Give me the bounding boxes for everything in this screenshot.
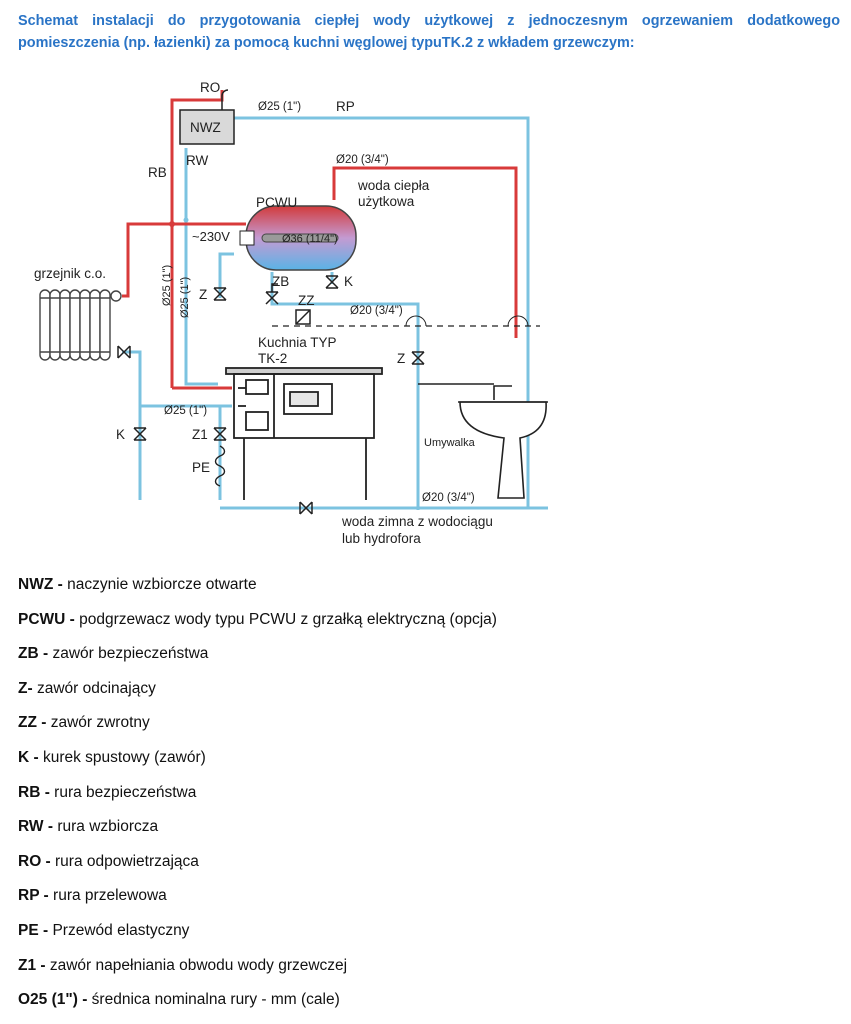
legend-term: K - (18, 748, 39, 766)
dashed-arc-2 (507, 315, 529, 327)
legend-item: PCWU - podgrzewacz wody typu PCWU z grza… (18, 603, 497, 638)
label-sink: Umywalka (424, 437, 476, 449)
label-d20-mid: Ø20 (3/4") (350, 305, 403, 317)
legend-item: O25 (1") - średnica nominalna rury - mm … (18, 983, 497, 1018)
legend-item: RW - rura wzbiorcza (18, 810, 497, 845)
valve-z-left (213, 287, 227, 301)
legend-desc: kurek spustowy (zawór) (38, 748, 206, 766)
label-d25-vertical-2: Ø25 (1") (179, 277, 191, 318)
legend-term: PE - (18, 921, 49, 939)
legend-desc: rura przelewowa (48, 887, 167, 905)
legend-item: RO - rura odpowietrzająca (18, 845, 497, 880)
junction-dot (169, 221, 175, 227)
label-cold-water-1: woda zimna z wodociągu (341, 514, 493, 529)
label-d36: Ø36 (11/4") (282, 233, 338, 245)
check-valve-zz (295, 309, 311, 325)
flexible-hose-pe (214, 445, 226, 487)
valve-z1 (213, 427, 227, 441)
label-230v: ~230V (192, 229, 230, 244)
legend-item: ZB - zawór bezpieczeństwa (18, 637, 497, 672)
label-hot-water-2: użytkowa (358, 194, 415, 209)
legend-desc: średnica nominalna rury - (87, 991, 267, 1009)
radiator-supply-pipe (122, 222, 172, 298)
label-z-right: Z (397, 351, 405, 366)
label-zz: ZZ (298, 293, 315, 308)
label-d25-bottom: Ø25 (1") (164, 405, 207, 417)
legend-desc: Przewód elastyczny (48, 921, 190, 939)
legend-desc: zawór napełniania obwodu wody grzewczej (45, 956, 348, 974)
legend-term: O25 (1") - (18, 991, 88, 1009)
legend-item: Z1 - zawór napełniania obwodu wody grzew… (18, 949, 497, 984)
label-zb: ZB (272, 274, 289, 289)
label-rw: RW (186, 153, 209, 168)
legend-term: ZB - (18, 645, 49, 663)
installation-diagram: RO NWZ RW RB Ø25 (1") RP Ø20 (3/4") woda… (34, 80, 548, 546)
label-z1: Z1 (192, 427, 208, 442)
legend-term: Z- (18, 679, 33, 697)
tank-return-pipe (218, 252, 234, 298)
label-k-top: K (344, 274, 353, 289)
label-d20-top: Ø20 (3/4") (336, 154, 389, 166)
safety-valve-zb (265, 283, 279, 305)
legend-term: NWZ - (18, 576, 63, 593)
label-k-left: K (116, 427, 125, 442)
legend-desc: zawór zwrotny (46, 714, 150, 732)
radiator (39, 289, 122, 361)
valve-k-left (133, 427, 147, 441)
expansion-pipe-rw (184, 148, 218, 386)
valve-k-top (325, 275, 339, 289)
legend-desc: rura bezpieczeństwa (49, 783, 197, 801)
legend-list: NWZ - naczynie wzbiorcze otwarte PCWU - … (18, 568, 497, 1018)
label-z-left: Z (199, 287, 207, 302)
label-hot-water-1: woda ciepła (357, 178, 430, 193)
legend-term: PCWU - (18, 610, 75, 628)
label-d25-vertical-1: Ø25 (1") (161, 265, 173, 306)
legend-term: RO - (18, 852, 51, 870)
legend-desc: zawór bezpieczeństwa (48, 645, 209, 663)
label-d25-top: Ø25 (1") (258, 101, 301, 113)
legend-item: K - kurek spustowy (zawór) (18, 741, 497, 776)
legend-item: PE - Przewód elastyczny (18, 914, 497, 949)
valve-z-right (411, 351, 425, 365)
legend-term: Z1 - (18, 956, 46, 974)
legend-term: ZZ - (18, 714, 47, 732)
legend-desc-tail: mm (cale) (266, 991, 340, 1009)
dashed-arc-1 (405, 315, 427, 327)
legend-desc: naczynie wzbiorcze otwarte (62, 576, 257, 593)
label-pcwu: PCWU (256, 195, 297, 210)
legend-term: RP - (18, 887, 49, 905)
legend-desc: rura wzbiorcza (53, 818, 159, 836)
junction-dot (183, 217, 189, 223)
label-stove-2: TK-2 (258, 351, 287, 366)
label-radiator: grzejnik c.o. (34, 266, 106, 281)
radiator-return-pipe (122, 350, 142, 500)
legend-item: RP - rura przelewowa (18, 879, 497, 914)
legend-item: RB - rura bezpieczeństwa (18, 776, 497, 811)
overflow-pipe-rp (232, 116, 530, 500)
valve-radiator (117, 345, 131, 359)
label-cold-water-2: lub hydrofora (342, 531, 421, 546)
legend-desc: zawór odcinający (32, 679, 156, 697)
label-pe: PE (192, 460, 210, 475)
label-nwz: NWZ (190, 120, 221, 135)
washbasin (418, 383, 548, 499)
legend-item: Z- zawór odcinający (18, 672, 497, 707)
coal-stove-tk2 (225, 367, 383, 500)
label-d20-bottom: Ø20 (3/4") (422, 492, 475, 504)
hot-water-tank-pcwu (239, 205, 357, 271)
label-stove-1: Kuchnia TYP (258, 335, 337, 350)
legend-desc: podgrzewacz wody typu PCWU z grzałką ele… (74, 610, 497, 628)
legend-item: ZZ - zawór zwrotny (18, 706, 497, 741)
label-ro: RO (200, 80, 220, 95)
valve-cold-main (299, 501, 313, 515)
page-title: Schemat instalacji do przygotowania ciep… (18, 13, 840, 51)
legend-desc: rura odpowietrzająca (50, 852, 199, 870)
expansion-vessel-nwz (179, 89, 235, 145)
legend-item: NWZ - naczynie wzbiorcze otwarte (18, 568, 497, 603)
legend-term: RB - (18, 783, 50, 801)
hot-water-pipe (332, 166, 518, 338)
label-rb: RB (148, 165, 167, 180)
legend-term: RW - (18, 818, 54, 836)
label-rp: RP (336, 99, 355, 114)
